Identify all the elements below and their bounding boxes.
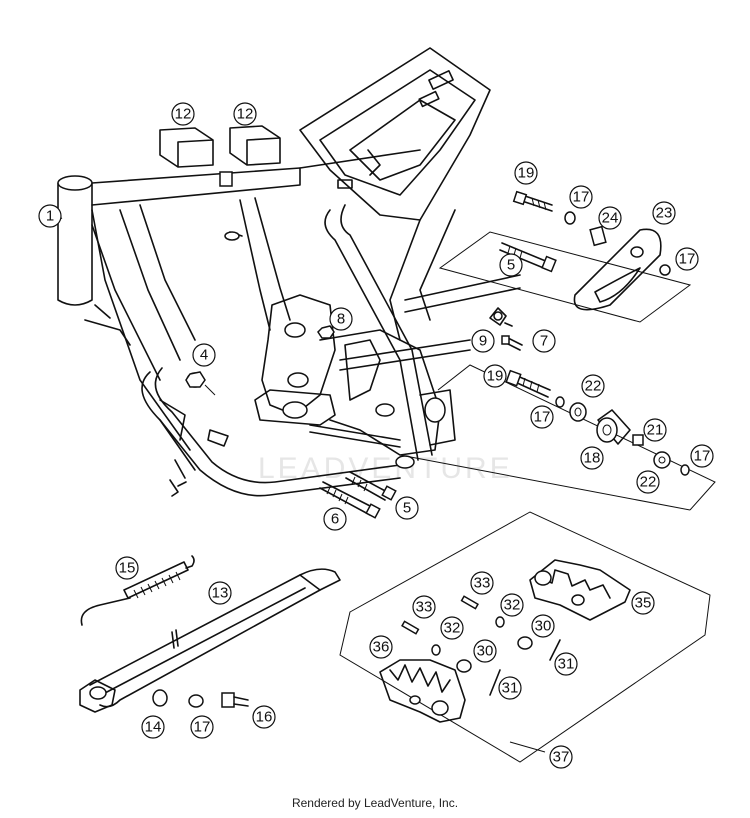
svg-text:8: 8 bbox=[337, 311, 345, 328]
callout-18: 18 bbox=[580, 446, 604, 470]
svg-text:30: 30 bbox=[477, 643, 494, 660]
svg-text:9: 9 bbox=[479, 333, 487, 350]
callout-21: 21 bbox=[643, 418, 667, 442]
callout-8: 8 bbox=[329, 307, 353, 331]
bottom-bolts bbox=[319, 471, 397, 519]
parts-diagram: LEADVENTURE bbox=[38, 47, 716, 769]
callout-22-lower: 22 bbox=[636, 470, 660, 494]
svg-text:17: 17 bbox=[573, 189, 590, 206]
callout-4: 4 bbox=[192, 343, 216, 367]
svg-text:31: 31 bbox=[558, 656, 575, 673]
callout-1: 1 bbox=[38, 204, 62, 228]
callout-12-left: 12 bbox=[171, 102, 195, 126]
svg-text:23: 23 bbox=[656, 205, 673, 222]
callout-17-roller: 17 bbox=[530, 405, 554, 429]
callout-30-left: 30 bbox=[473, 639, 497, 663]
callout-19-lower: 19 bbox=[483, 364, 507, 388]
svg-text:1: 1 bbox=[46, 208, 54, 225]
svg-text:19: 19 bbox=[487, 368, 504, 385]
svg-text:7: 7 bbox=[540, 333, 548, 350]
callout-14: 14 bbox=[141, 715, 165, 739]
callout-33-right: 33 bbox=[470, 571, 494, 595]
callout-32-right: 32 bbox=[500, 593, 524, 617]
callout-15: 15 bbox=[115, 556, 139, 580]
callout-16: 16 bbox=[252, 705, 276, 729]
callout-17-plate: 17 bbox=[675, 247, 699, 271]
callout-17-right: 17 bbox=[690, 444, 714, 468]
footpeg-group bbox=[339, 511, 711, 763]
svg-text:22: 22 bbox=[585, 378, 602, 395]
svg-text:35: 35 bbox=[635, 595, 652, 612]
svg-text:24: 24 bbox=[602, 210, 619, 227]
svg-text:5: 5 bbox=[403, 500, 411, 517]
callout-5-lower: 5 bbox=[395, 496, 419, 520]
callout-35: 35 bbox=[631, 591, 655, 615]
svg-text:13: 13 bbox=[212, 585, 229, 602]
callout-32-left: 32 bbox=[440, 616, 464, 640]
callout-37: 37 bbox=[549, 745, 573, 769]
footer-credit: Rendered by LeadVenture, Inc. bbox=[291, 796, 459, 810]
svg-text:33: 33 bbox=[416, 599, 433, 616]
callout-33-left: 33 bbox=[412, 595, 436, 619]
svg-text:19: 19 bbox=[518, 165, 535, 182]
svg-text:17: 17 bbox=[534, 409, 551, 426]
svg-text:30: 30 bbox=[535, 618, 552, 635]
svg-text:31: 31 bbox=[502, 680, 519, 697]
callout-31-right: 31 bbox=[554, 652, 578, 676]
kickstand bbox=[79, 555, 341, 713]
svg-text:12: 12 bbox=[175, 106, 192, 123]
svg-text:4: 4 bbox=[200, 347, 208, 364]
right-middle-group bbox=[399, 364, 716, 511]
callout-30-right: 30 bbox=[531, 614, 555, 638]
svg-text:32: 32 bbox=[444, 620, 461, 637]
callout-23: 23 bbox=[652, 201, 676, 225]
tank-pad-left bbox=[159, 127, 214, 168]
callout-22-upper: 22 bbox=[581, 374, 605, 398]
callout-9: 9 bbox=[471, 329, 495, 353]
svg-text:6: 6 bbox=[331, 511, 339, 528]
callout-5-upper: 5 bbox=[499, 253, 523, 277]
svg-text:15: 15 bbox=[119, 560, 136, 577]
svg-text:17: 17 bbox=[679, 251, 696, 268]
svg-text:36: 36 bbox=[373, 639, 390, 656]
callout-24: 24 bbox=[598, 206, 622, 230]
svg-text:14: 14 bbox=[145, 719, 162, 736]
svg-text:33: 33 bbox=[474, 575, 491, 592]
svg-text:21: 21 bbox=[647, 422, 664, 439]
callout-7: 7 bbox=[532, 329, 556, 353]
svg-text:16: 16 bbox=[256, 709, 273, 726]
svg-text:37: 37 bbox=[553, 749, 570, 766]
frame bbox=[57, 47, 521, 497]
svg-text:17: 17 bbox=[694, 448, 711, 465]
callout-13: 13 bbox=[208, 581, 232, 605]
callout-12-right: 12 bbox=[233, 102, 257, 126]
tank-pad-right bbox=[229, 125, 281, 166]
callout-19-upper: 19 bbox=[514, 161, 538, 185]
svg-text:12: 12 bbox=[237, 106, 254, 123]
svg-text:22: 22 bbox=[640, 474, 657, 491]
callout-17-upper: 17 bbox=[569, 185, 593, 209]
upper-right-group bbox=[438, 190, 692, 323]
svg-text:5: 5 bbox=[507, 257, 515, 274]
callout-6: 6 bbox=[323, 507, 347, 531]
small-hardware bbox=[185, 307, 523, 396]
svg-text:18: 18 bbox=[584, 450, 601, 467]
callout-31-left: 31 bbox=[498, 676, 522, 700]
callout-17-kickstand: 17 bbox=[190, 715, 214, 739]
svg-text:32: 32 bbox=[504, 597, 521, 614]
svg-text:17: 17 bbox=[194, 719, 211, 736]
callout-36: 36 bbox=[369, 635, 393, 659]
